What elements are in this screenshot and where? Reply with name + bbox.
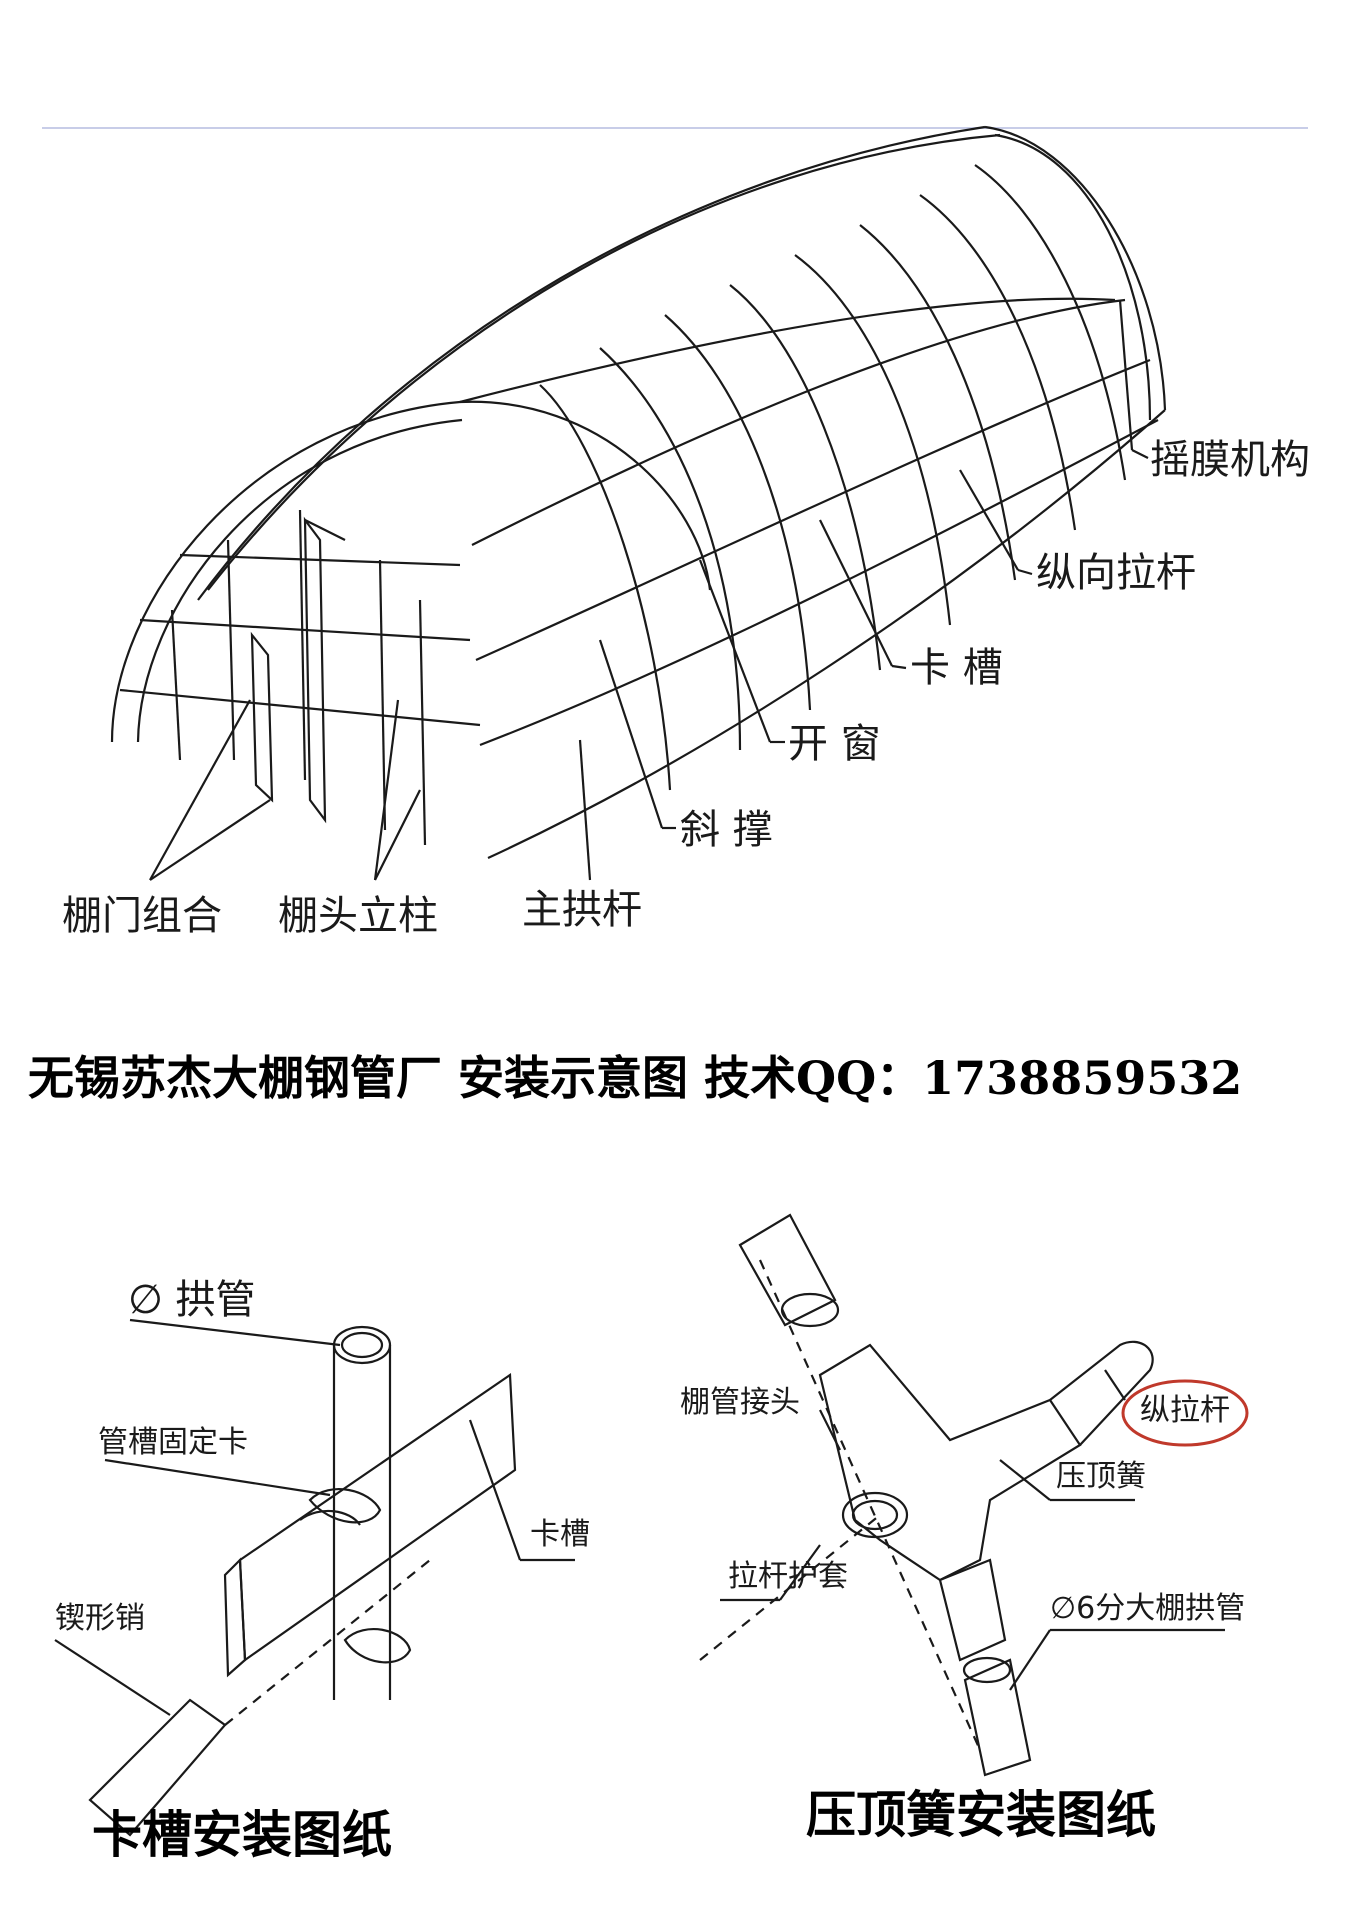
- leader-channel: [468, 1419, 522, 1561]
- tie-rod: [1049, 1340, 1154, 1446]
- upper-pipe: [738, 1213, 837, 1327]
- leader-tie-rod: [1104, 1369, 1126, 1401]
- purlin-2: [475, 358, 1151, 662]
- label-clip-channel: 卡 槽: [910, 645, 1003, 691]
- label-diagonal-brace: 斜 撑: [680, 807, 773, 853]
- leader-arch-pipe: [129, 1318, 341, 1347]
- leader-film-roller: [1118, 299, 1134, 451]
- end-post-2: [226, 539, 236, 761]
- base-line: [487, 409, 1166, 859]
- label-channel: 卡槽: [530, 1517, 590, 1552]
- end-post-4: [378, 559, 387, 831]
- label-tie-rod: 纵拉杆: [1140, 1393, 1230, 1428]
- leader-wedge: [54, 1639, 171, 1716]
- purlin-3: [479, 419, 1159, 747]
- arch-2: [599, 347, 742, 751]
- back-arch: [984, 125, 1167, 411]
- caption-top-spring: 压顶簧安装图纸: [806, 1785, 1156, 1844]
- ridge-line: [197, 125, 986, 601]
- arch-8: [974, 164, 1127, 481]
- channel-clip-2: [343, 1628, 412, 1664]
- label-longitudinal-bar: 纵向拉杆: [1036, 550, 1196, 596]
- leader-longitudinal: [959, 469, 1019, 571]
- end-post-1: [170, 609, 182, 761]
- arch-4: [729, 284, 882, 671]
- door-right: [303, 516, 327, 824]
- end-post-3: [298, 509, 307, 781]
- leader-main-arch: [578, 739, 592, 881]
- leader-window: [698, 559, 772, 743]
- end-bar-2: [139, 618, 471, 642]
- label-arch-pipe-6: ∅6分大棚拱管: [1050, 1591, 1246, 1626]
- arch-5: [794, 254, 952, 626]
- top-spring-drawing: [699, 1213, 1225, 1777]
- leader-post-a: [373, 699, 400, 881]
- joint-opening: [841, 1491, 909, 1539]
- label-film-roller: 摇膜机构: [1150, 437, 1310, 483]
- back-arch-2: [994, 133, 1152, 421]
- caption-clip-channel: 卡槽安装图纸: [92, 1805, 392, 1864]
- leader-door-b: [149, 799, 271, 881]
- leader-sleeve: [779, 1544, 821, 1601]
- door-left: [250, 631, 274, 803]
- arch-7: [919, 194, 1077, 531]
- leader-channel-clip: [104, 1458, 331, 1497]
- label-arch-pipe: ∅ 拱管: [128, 1277, 256, 1323]
- purlin-1: [471, 298, 1126, 546]
- leader-door-a: [149, 699, 251, 881]
- leader-clip: [819, 519, 893, 667]
- label-pipe-joint: 棚管接头: [680, 1385, 800, 1420]
- label-end-post: 棚头立柱: [278, 893, 438, 939]
- arch-6: [859, 224, 1017, 581]
- leader-pipe-joint: [819, 1409, 841, 1451]
- channel-clip-1: [308, 1488, 382, 1524]
- leader-top-spring: [999, 1459, 1051, 1501]
- front-arch: [110, 400, 712, 743]
- leader-arch: [1009, 1629, 1051, 1691]
- label-top-spring: 压顶簧: [1056, 1459, 1146, 1494]
- leader-post-b: [374, 789, 421, 881]
- ridge-line-2: [207, 133, 1001, 591]
- greenhouse-frame: [110, 125, 1167, 881]
- door-frame: [304, 519, 346, 541]
- label-window: 开 窗: [788, 721, 881, 767]
- end-post-5: [418, 599, 427, 846]
- arch-3: [664, 314, 812, 711]
- end-bar-1: [119, 688, 481, 727]
- eave-line: [459, 297, 1116, 404]
- tie-rod-highlight-ring: [1121, 1379, 1249, 1447]
- page-title: 无锡苏杰大棚钢管厂 安装示意图 技术QQ：1738859532: [28, 1051, 1243, 1105]
- label-channel-clip: 管槽固定卡: [98, 1425, 248, 1460]
- front-arch-inner: [136, 418, 463, 743]
- leader-brace: [598, 639, 664, 829]
- channel-plate: [238, 1372, 517, 1663]
- label-door-assembly: 棚门组合: [62, 893, 222, 939]
- label-rod-sleeve: 拉杆护套: [728, 1559, 848, 1594]
- label-wedge-pin: 锲形销: [55, 1601, 145, 1636]
- lower-arch-pipe: [938, 1558, 1007, 1662]
- pipe-joint-body: [818, 1343, 1082, 1582]
- label-main-arch: 主拱杆: [522, 887, 642, 933]
- clip-channel-drawing: [54, 1318, 575, 1837]
- arch-1: [539, 384, 672, 791]
